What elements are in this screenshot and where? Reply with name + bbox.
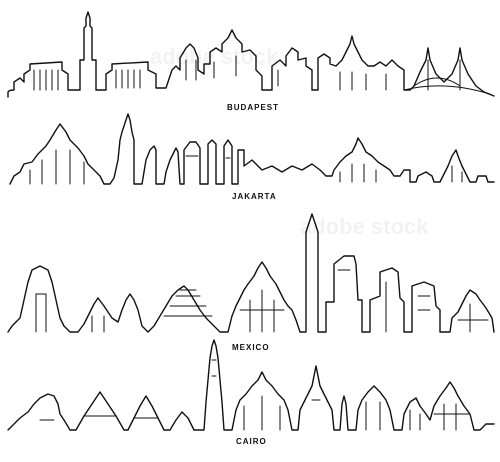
cairo-skyline-line (7, 339, 495, 431)
city-label-cairo: CAIRO (236, 437, 267, 446)
budapest-skyline (7, 11, 495, 98)
jakarta-skyline (9, 113, 495, 185)
cairo-mosque-details (39, 359, 471, 431)
mexico-skyline (7, 213, 495, 333)
budapest-skyline-line (7, 11, 495, 98)
city-label-budapest: BUDAPEST (227, 103, 280, 112)
city-label-mexico: MEXICO (232, 343, 270, 352)
city-label-jakarta: JAKARTA (232, 192, 277, 201)
mexico-skyline-line (7, 213, 495, 333)
budapest-colonnade-details (33, 55, 387, 91)
jakarta-temple-details (29, 149, 463, 185)
cairo-skyline (7, 339, 495, 431)
mexico-building-details (35, 269, 489, 333)
jakarta-skyline-line (9, 113, 495, 185)
budapest-bridge-cables (403, 59, 491, 95)
